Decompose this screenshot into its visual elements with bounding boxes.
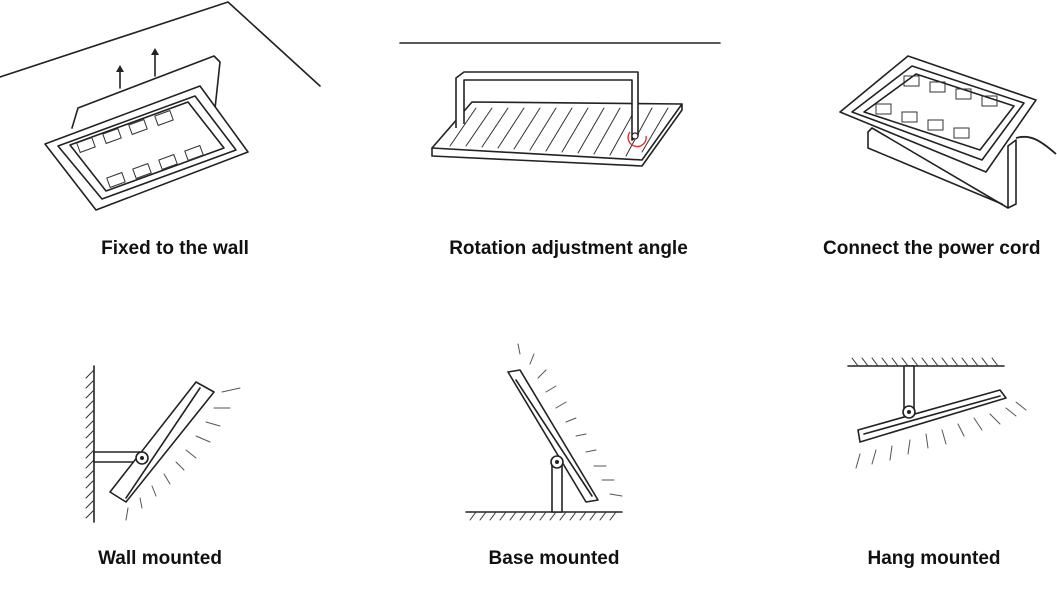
base-mount-icon	[465, 343, 623, 521]
caption-rotation-angle: Rotation adjustment angle	[449, 238, 688, 259]
caption-wall-mounted: Wall mounted	[98, 548, 222, 569]
bracket-rotation-icon	[399, 42, 721, 167]
ceiling-fixed-floodlight-icon	[0, 1, 321, 211]
panel-fixed-to-wall: Fixed to the wall	[0, 0, 330, 259]
panel-base-mounted: Base mounted	[380, 343, 740, 590]
panel-power-cord: Connect the power cord	[820, 0, 1057, 259]
caption-fixed-to-wall: Fixed to the wall	[101, 238, 249, 259]
caption-hang-mounted: Hang mounted	[867, 548, 1001, 569]
caption-base-mounted: Base mounted	[488, 548, 620, 569]
wall-mount-icon	[85, 365, 241, 523]
panel-hang-mounted: Hang mounted	[820, 350, 1057, 590]
hang-mount-icon	[847, 357, 1027, 469]
power-cord-connection-icon	[839, 55, 1057, 209]
panel-wall-mounted: Wall mounted	[0, 350, 330, 590]
panel-rotation-angle: Rotation adjustment angle	[380, 0, 740, 259]
caption-power-cord: Connect the power cord	[823, 238, 1041, 259]
